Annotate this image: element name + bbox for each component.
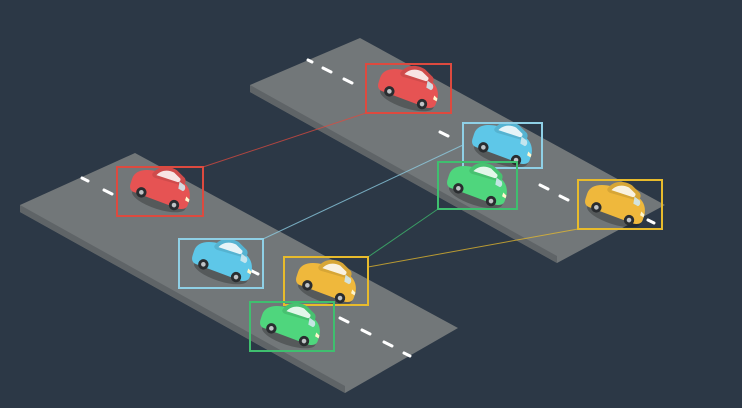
- car-green-left: [249, 301, 335, 352]
- car-green-right-bounding-box: [437, 161, 518, 210]
- car-yellow-right-icon: [585, 181, 645, 228]
- right-road: [250, 38, 665, 263]
- cars-layer: [116, 63, 663, 352]
- car-red-right-bounding-box: [365, 63, 452, 114]
- car-yellow-right-bounding-box: [577, 179, 663, 230]
- tracking-links: [202, 112, 579, 268]
- car-green-right: [437, 161, 518, 210]
- link-green: [367, 208, 439, 258]
- car-red-left-icon: [130, 166, 190, 213]
- car-red-left: [116, 166, 204, 217]
- car-green-left-icon: [260, 302, 320, 349]
- left-road-edge: [20, 205, 345, 393]
- car-red-left-bounding-box: [116, 166, 204, 217]
- link-yellow: [367, 228, 579, 268]
- link-blue: [262, 144, 464, 240]
- car-yellow-left-bounding-box: [283, 256, 369, 306]
- car-green-right-icon: [447, 162, 507, 209]
- car-red-right-icon: [378, 65, 438, 112]
- car-blue-left-icon: [192, 238, 252, 285]
- car-yellow-left-icon: [296, 259, 356, 306]
- car-blue-left-bounding-box: [178, 238, 264, 289]
- car-blue-left: [178, 238, 264, 289]
- car-yellow-right: [577, 179, 663, 230]
- right-road-edge: [250, 85, 557, 263]
- car-green-left-bounding-box: [249, 301, 335, 352]
- car-blue-right-bounding-box: [462, 122, 543, 169]
- car-yellow-left: [283, 256, 369, 306]
- link-red: [202, 112, 367, 168]
- right-lane-dashes: [306, 58, 656, 225]
- car-red-right: [365, 63, 452, 114]
